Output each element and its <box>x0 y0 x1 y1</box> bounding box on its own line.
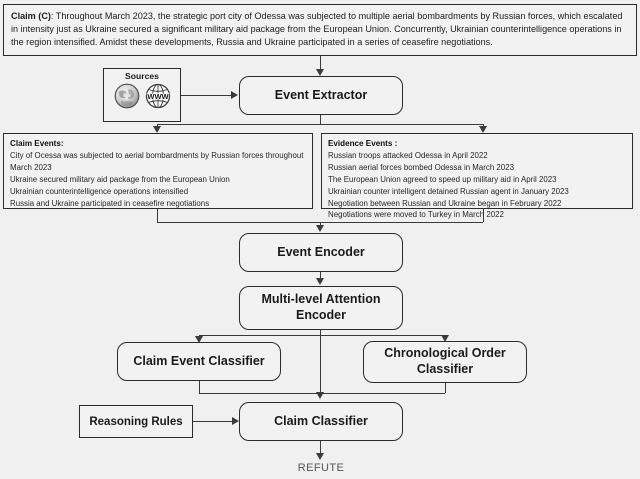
connector-classifier-split-bus <box>199 335 445 336</box>
list-item: Ukrainian counter intelligent detained R… <box>328 186 569 196</box>
arrow-classifiers-to-claim-classifier <box>316 392 324 399</box>
list-item: Ukrainian counterintelligence operations… <box>10 186 189 196</box>
node-chronological-classifier-line1: Chronological Order <box>384 346 506 361</box>
node-claim-event-classifier[interactable]: Claim Event Classifier <box>117 342 281 381</box>
arrow-extractor-to-evidence-events <box>479 126 487 133</box>
wikipedia-globe-icon <box>113 82 141 115</box>
node-attention-encoder-line1: Multi-level Attention <box>261 292 381 307</box>
claim-statement-box: Claim (C): Throughout March 2023, the st… <box>3 4 637 56</box>
node-chronological-classifier-line2: Classifier <box>416 362 474 376</box>
node-reasoning-rules-label: Reasoning Rules <box>89 415 183 428</box>
list-item: Russia and Ukraine participated in cease… <box>10 198 210 208</box>
node-attention-encoder[interactable]: Multi-level Attention Encoder <box>239 286 403 330</box>
node-reasoning-rules[interactable]: Reasoning Rules <box>79 405 193 438</box>
node-chronological-order-classifier[interactable]: Chronological Order Classifier <box>363 341 527 383</box>
claim-events-box: Claim Events: City of Ocessa was subject… <box>3 133 313 209</box>
connector-claim-classifier-to-verdict <box>320 441 321 455</box>
connector-claim-event-clf-out <box>199 381 200 393</box>
list-item: Russian troops attacked Odessa in April … <box>328 151 488 161</box>
connector-reasoning-to-claim-classifier <box>193 421 235 422</box>
node-event-extractor[interactable]: Event Extractor <box>239 76 403 115</box>
connector-claim-events-up <box>157 209 158 222</box>
node-event-extractor-label: Event Extractor <box>274 87 368 102</box>
connector-claim-to-extractor-v2 <box>320 68 321 69</box>
connector-chrono-clf-out <box>445 383 446 393</box>
sources-box: Sources <box>103 68 181 122</box>
www-globe-icon: WWW <box>144 82 172 115</box>
claim-events-title: Claim Events: <box>10 139 64 148</box>
arrow-attention-to-chronological-classifier <box>441 335 449 342</box>
list-item: City of Ocessa was subjected to aerial b… <box>10 151 304 172</box>
connector-extractor-stem <box>320 115 321 124</box>
list-item: Russian aerial forces bombed Odessa in M… <box>328 163 514 172</box>
connector-extractor-split-bus <box>157 124 483 125</box>
node-claim-classifier-label: Claim Classifier <box>274 413 368 428</box>
arrow-events-to-event-encoder <box>316 225 324 232</box>
connector-claim-to-extractor-v1 <box>320 56 321 70</box>
list-item: Negotiation between Russian and Ukraine … <box>328 198 562 208</box>
arrow-claim-classifier-to-verdict <box>316 453 324 460</box>
sources-icon-row: WWW <box>113 82 172 115</box>
node-attention-encoder-line2: Encoder <box>295 308 346 322</box>
node-claim-event-classifier-label: Claim Event Classifier <box>133 353 265 368</box>
node-event-encoder-label: Event Encoder <box>277 244 365 259</box>
connector-events-to-encoder <box>320 222 321 226</box>
connector-attention-stem <box>320 330 321 335</box>
arrow-attention-to-claim-event-classifier <box>195 336 203 343</box>
claim-label: Claim (C) <box>11 11 51 21</box>
node-event-encoder[interactable]: Event Encoder <box>239 233 403 272</box>
list-item: Negotiations were moved to Turkey in Mar… <box>328 210 504 220</box>
claim-text: : Throughout March 2023, the strategic p… <box>11 11 623 47</box>
list-item: The European Union agreed to speed up mi… <box>328 174 557 184</box>
arrow-sources-to-extractor <box>231 91 238 99</box>
evidence-events-title: Evidence Events : <box>328 139 398 148</box>
list-item: Ukraine secured military aid package fro… <box>10 174 230 184</box>
arrow-extractor-to-claim-events <box>153 126 161 133</box>
node-claim-classifier[interactable]: Claim Classifier <box>239 402 403 441</box>
verdict-label: REFUTE <box>297 462 345 474</box>
connector-event-encoder-to-attention <box>320 272 321 280</box>
arrow-reasoning-to-claim-classifier <box>232 417 239 425</box>
sources-title: Sources <box>125 71 159 81</box>
connector-sources-to-extractor <box>181 95 233 96</box>
arrow-claim-to-extractor <box>316 69 324 76</box>
svg-text:WWW: WWW <box>147 92 169 101</box>
evidence-events-box: Evidence Events : Russian troops attacke… <box>321 133 633 219</box>
connector-evidence-events-up <box>483 209 484 222</box>
connector-attention-direct-to-claim-classifier <box>320 335 321 393</box>
arrow-event-encoder-to-attention <box>316 278 324 285</box>
